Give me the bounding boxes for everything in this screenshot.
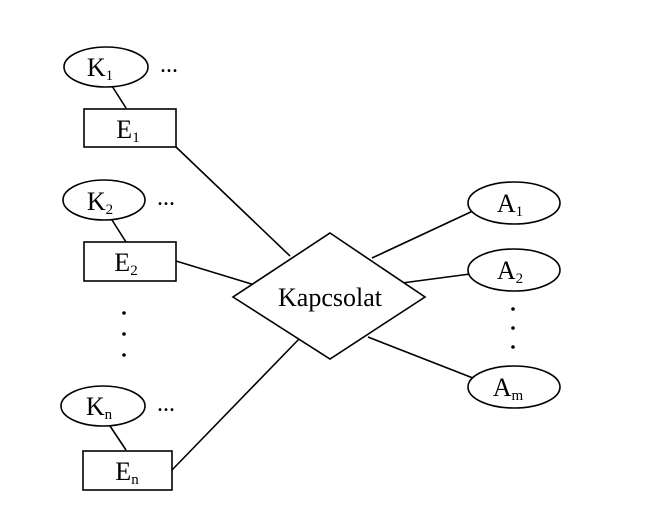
entity-box-1 [83,108,177,148]
entity-group-2: K2 ... E2 [62,179,177,282]
vertical-dot [511,326,515,330]
key-attribute-ellipse-n [60,385,146,427]
relationship-kapcsolat: Kapcsolat [231,232,427,360]
relationship-label: Kapcsolat [278,283,383,312]
key-attribute-label-1: K1 [87,53,113,84]
relationship-attribute-line-m [367,336,479,381]
entity-box-n [82,450,173,491]
attribute-group-1: A1 [467,181,561,225]
attribute-ellipse-2 [467,248,561,292]
attribute-group-2: A2 [467,248,561,292]
key-attribute-ellipse-2 [62,179,146,221]
entity-box-2 [83,241,177,282]
relationship-attribute-line-1 [371,209,476,259]
key-ellipsis-1: ... [160,52,178,78]
entity-relationship-line-1 [175,146,291,257]
key-entity-line-1 [111,85,127,109]
relationship-diamond [231,232,427,360]
attributes-continuation-dots [511,307,515,349]
attribute-ellipse-m [467,365,561,409]
attribute-label-2: A2 [497,256,523,287]
relationship-attribute-line-2 [401,273,471,284]
vertical-dot [511,345,515,349]
key-ellipsis-2: ... [157,185,175,211]
attribute-group-m: Am [467,365,561,409]
entities-continuation-dots [122,311,126,357]
vertical-dot [511,307,515,311]
vertical-dot [122,332,126,336]
vertical-dot [122,311,126,315]
entity-relationship-line-2 [175,260,259,287]
key-entity-line-n [109,425,127,451]
entity-label-1: E1 [116,115,139,146]
entity-group-1: K1 ... E1 [63,46,178,148]
entity-label-n: En [115,457,139,488]
entity-label-2: E2 [114,248,137,279]
entity-group-n: Kn ... En [60,385,175,491]
attribute-label-1: A1 [497,189,523,220]
vertical-dot [122,353,126,357]
key-attribute-ellipse-1 [63,46,149,88]
connectors [109,85,479,471]
key-attribute-label-2: K2 [87,187,113,218]
attribute-label-m: Am [493,373,524,404]
attribute-ellipse-1 [467,181,561,225]
key-ellipsis-n: ... [157,391,175,417]
entity-relationship-line-n [171,337,301,471]
key-entity-line-2 [111,219,127,243]
key-attribute-label-n: Kn [86,392,113,423]
